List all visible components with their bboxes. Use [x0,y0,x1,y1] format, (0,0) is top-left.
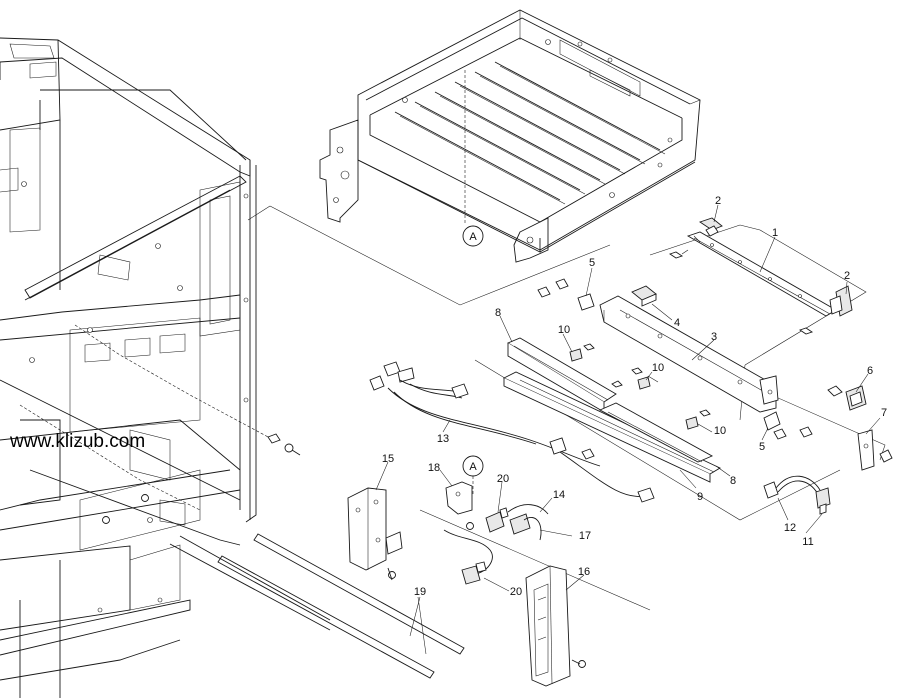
part-10-fasteners [569,343,711,460]
part-1-rail [668,231,837,335]
callout-15: 15 [382,453,394,465]
sensor-group: A [443,455,549,585]
callout-14: 14 [553,489,565,501]
callout-7: 7 [881,407,887,419]
reference-label-a-top: A [469,231,477,243]
callout-10c: 10 [714,425,726,437]
callout-10b: 10 [652,362,664,374]
part-8-guides [502,337,721,483]
part-2-brackets [698,217,853,317]
callout-8b: 8 [730,475,736,487]
callout-5b: 5 [759,441,765,453]
callout-3: 3 [711,331,717,343]
part-7-bracket [857,429,893,471]
callout-18: 18 [428,462,440,474]
callout-4: 4 [674,317,680,329]
callout-20b: 20 [510,586,522,598]
callout-8a: 8 [495,307,501,319]
part-19-shafts [169,533,465,679]
callout-1: 1 [772,227,778,239]
part-11-12-sensor-cable [763,475,831,515]
part-16-guide [525,565,586,687]
callout-17: 17 [579,530,591,542]
main-frame-assembly [0,37,301,698]
part-15-bracket [347,487,403,581]
callout-10a: 10 [558,324,570,336]
callout-2b: 2 [844,270,850,282]
callout-2a: 2 [715,195,721,207]
callout-12: 12 [784,522,796,534]
part-13-wire-harness [369,361,655,503]
part-6-bracket [827,385,867,411]
reference-circle-a-top [462,225,484,247]
part-3-plate [599,295,779,413]
callout-5a: 5 [589,257,595,269]
upper-tray-assembly: A [319,9,701,263]
callout-19: 19 [414,586,426,598]
leader-lines [375,204,881,655]
watermark-text: www.klizub.com [9,431,145,452]
callout-11: 11 [802,536,813,548]
reference-label-a-bottom: A [469,461,477,473]
callout-6: 6 [867,365,873,377]
callout-labels: 1 2 2 3 4 5 5 6 7 8 8 9 10 10 10 11 12 1… [382,195,887,598]
callout-20a: 20 [497,473,509,485]
callout-13: 13 [437,433,449,445]
callout-9: 9 [697,491,703,503]
part-4-sensor-cover [631,285,657,307]
callout-16: 16 [578,566,590,578]
